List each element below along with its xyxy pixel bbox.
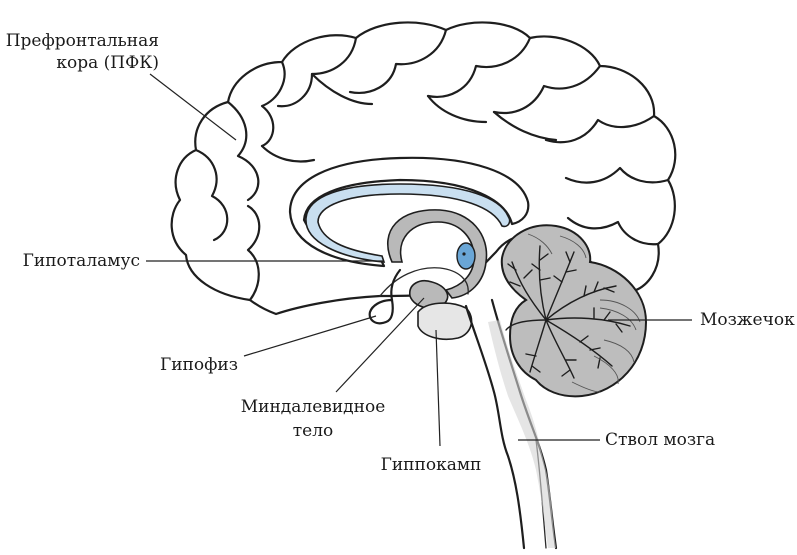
cerebellum-folia	[527, 233, 641, 393]
gyri-fold	[564, 166, 670, 184]
thalamus-region	[379, 267, 469, 297]
gyri-fold	[260, 144, 316, 163]
brainstem-shade	[488, 320, 556, 548]
label-pfc-line2: кора (ПФК)	[56, 53, 159, 73]
lateral-ventricle	[305, 183, 511, 263]
label-amygdala-line2: тело	[293, 421, 334, 441]
gyri-fold	[348, 28, 448, 94]
gyri-fold	[492, 64, 602, 114]
fornix	[387, 209, 488, 299]
gyri-fold	[492, 110, 558, 142]
label-pfc-line1: Префронтальная	[6, 31, 159, 51]
arbor-vitae	[505, 245, 631, 379]
gyri-fold	[226, 100, 260, 202]
gyri-fold	[310, 72, 374, 106]
label-cerebellum: Мозжечок	[700, 310, 795, 330]
pituitary-stalk	[390, 268, 402, 302]
gyri-fold	[194, 148, 229, 242]
leader-hippocampus	[435, 329, 441, 447]
pituitary-gland	[368, 298, 394, 325]
label-pituitary: Гипофиз	[160, 355, 238, 375]
leader-pituitary	[243, 315, 377, 357]
gyri-fold	[426, 94, 488, 124]
gyri-fold	[566, 216, 660, 246]
leader-pfc	[149, 73, 237, 141]
hippocampus-shape	[417, 302, 473, 341]
third-ventricle	[456, 242, 476, 270]
gyri-fold	[246, 204, 261, 302]
gyri-fold	[276, 36, 358, 108]
leader-amygdala	[335, 297, 425, 393]
gyri-fold	[544, 114, 656, 144]
gyri-fold	[260, 60, 286, 148]
label-hippocampus: Гиппокамп	[381, 455, 482, 475]
gyri-fold	[426, 36, 532, 98]
third-ventricle-dot	[462, 252, 466, 256]
label-amygdala-line1: Миндалевидное	[241, 397, 386, 417]
label-hypothalamus: Гипоталамус	[23, 251, 140, 271]
cerebellum-shape	[500, 224, 648, 398]
label-brainstem: Ствол мозга	[605, 430, 715, 450]
